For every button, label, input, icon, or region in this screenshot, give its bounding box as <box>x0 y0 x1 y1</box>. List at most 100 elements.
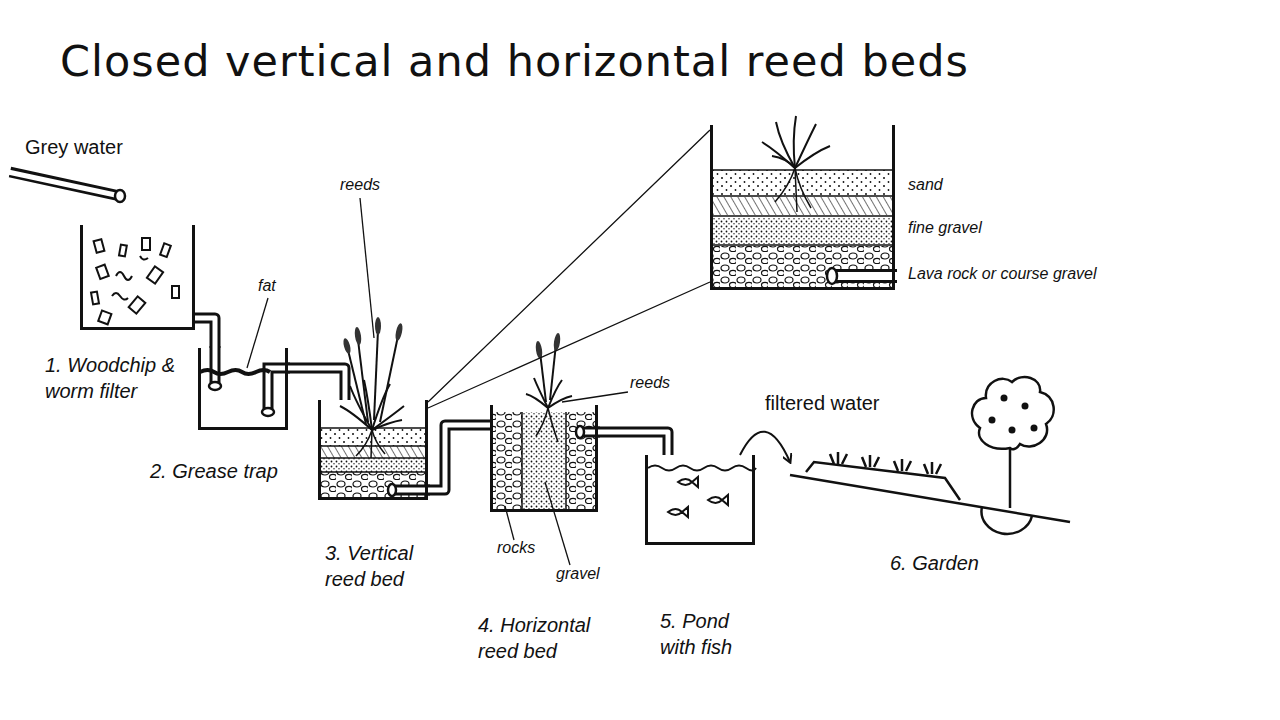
pond-water <box>678 477 698 487</box>
inset-layers <box>712 215 893 217</box>
garden-scene <box>1009 427 1016 434</box>
container-outline <box>645 455 755 545</box>
vertical-bed-layers <box>320 428 432 498</box>
inset-plant <box>795 146 830 168</box>
pond-water <box>648 466 756 518</box>
woodchips <box>91 292 99 305</box>
grease-trap-pipes <box>209 382 221 390</box>
pipe-bore <box>195 318 215 348</box>
container-outline <box>80 225 195 330</box>
pond-water <box>668 507 688 517</box>
inset-layers <box>712 197 893 215</box>
garden-scene <box>989 417 996 424</box>
vertical-reed-bed: 3. Vertical reed bed <box>318 400 428 500</box>
container-outline <box>490 405 598 512</box>
node-label: 1. Woodchip & worm filter <box>45 352 195 404</box>
reed-plant <box>553 333 561 352</box>
woodchips <box>98 311 111 325</box>
inset-plant <box>795 124 816 168</box>
reed-plant <box>562 392 628 402</box>
fat-layer <box>200 370 270 374</box>
container-wall <box>647 455 754 544</box>
vertical-bed-layers <box>388 484 396 496</box>
inset-layers <box>712 170 893 245</box>
node-label: sand <box>908 175 943 196</box>
pipe-bore <box>288 368 345 400</box>
reed-plant <box>540 352 546 402</box>
grease-trap-pipes <box>268 368 292 412</box>
reed-plant <box>545 482 570 565</box>
inset-plant <box>775 168 795 202</box>
reed-plant <box>348 350 366 424</box>
container-outline <box>198 348 288 430</box>
garden-scene <box>972 377 1054 449</box>
reed-plant <box>535 341 543 360</box>
part-label: gravel <box>556 564 600 585</box>
leader-line <box>428 130 710 408</box>
horizontal-bed-layers <box>521 412 523 510</box>
part-label: rocks <box>497 538 535 559</box>
pipe-connector <box>428 425 490 490</box>
inset-layers <box>712 170 899 288</box>
fish-pond: 5. Pond with fish <box>645 455 755 545</box>
horizontal-bed-layers <box>522 412 566 510</box>
garden-scene <box>1022 403 1029 410</box>
horizontal-bed-layers <box>492 412 522 510</box>
woodchips <box>147 266 163 283</box>
reed-plant <box>535 333 561 360</box>
pipe-bore <box>428 425 490 490</box>
garden-scene <box>981 507 1032 534</box>
garden-scene <box>924 462 941 474</box>
garden-scene <box>989 395 1038 434</box>
reed-plant <box>374 330 378 420</box>
reed-plant <box>360 198 374 338</box>
inlet-pipe <box>115 190 125 202</box>
pond-water <box>648 466 756 471</box>
woodchips <box>116 272 132 280</box>
title: Closed vertical and horizontal reed beds <box>60 34 969 90</box>
garden-scene <box>1031 425 1038 432</box>
garden-scene <box>1009 448 1012 508</box>
garden-scene <box>830 452 847 464</box>
woodchips <box>140 256 148 260</box>
vertical-bed-layers <box>320 446 426 458</box>
horizontal-bed-layers <box>492 412 602 510</box>
reed-plant <box>372 420 402 430</box>
part-label: fat <box>258 276 276 297</box>
horizontal-bed-layers <box>576 426 584 438</box>
inset-layers <box>712 169 893 171</box>
reed-plant <box>354 327 362 346</box>
vertical-bed-layers <box>320 445 426 447</box>
container-outline <box>318 400 428 500</box>
flow-arrow <box>740 432 790 462</box>
grease-trap-pipes <box>262 408 274 416</box>
woodchips <box>172 286 179 298</box>
inset-plant <box>762 142 795 168</box>
woodchips <box>94 239 105 253</box>
reed-plant <box>375 317 381 335</box>
woodchips <box>160 243 171 257</box>
grease-trap: 2. Grease trap <box>198 348 288 430</box>
connector-line <box>428 425 490 490</box>
garden-scene <box>862 455 879 467</box>
vertical-bed-layers <box>320 428 426 446</box>
container-wall <box>200 348 287 429</box>
reed-plant <box>548 396 572 408</box>
reed-bed-detail: sandfine gravelLava rock or course grave… <box>710 125 895 290</box>
reed-plant <box>372 406 404 430</box>
inset-plant <box>762 116 830 212</box>
woodchips <box>142 238 150 250</box>
reed-plant <box>372 430 385 454</box>
connector-line <box>288 368 345 400</box>
woodchips <box>129 296 146 313</box>
reed-plant <box>505 333 628 565</box>
reed-plant <box>380 336 398 422</box>
inset-layers <box>832 272 899 280</box>
inset-layers <box>827 268 837 284</box>
node-label: fine gravel <box>908 218 982 239</box>
pipe-bore <box>598 432 668 455</box>
pipe-connector <box>195 318 215 348</box>
reed-plant <box>536 408 548 436</box>
